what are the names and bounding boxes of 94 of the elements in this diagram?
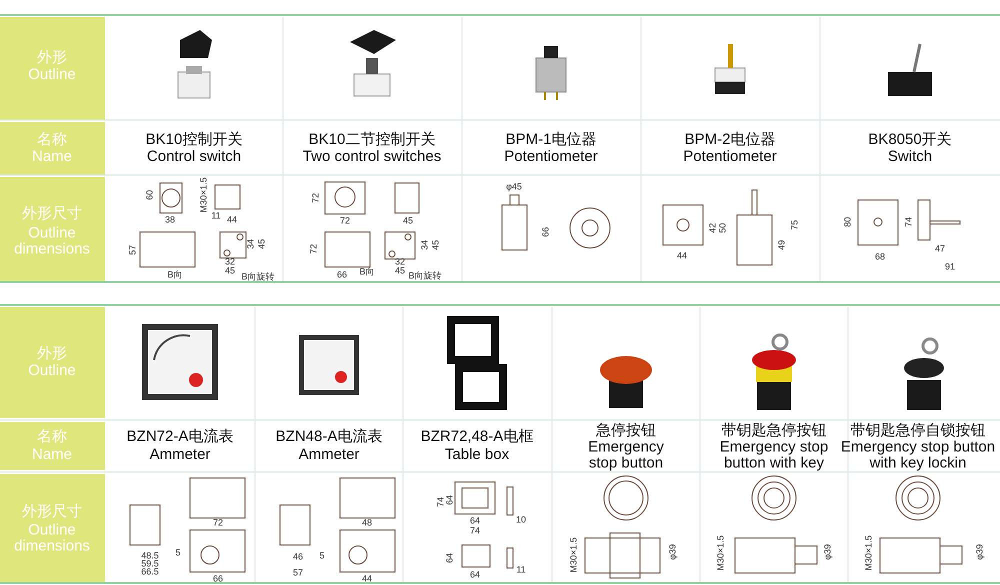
row-header-text: Outline bbox=[28, 363, 76, 379]
dimension-label: 74 bbox=[436, 497, 446, 507]
row-header-text: 外形 bbox=[37, 50, 67, 66]
product-name: Emergency stop button with key lockin bbox=[840, 439, 996, 471]
row-header-text: 外形尺寸 bbox=[22, 504, 82, 520]
row-header-text: 名称 bbox=[37, 132, 67, 148]
product-name: Ammeter bbox=[298, 447, 360, 463]
product-name: BZR72,48-A电框 bbox=[420, 429, 534, 445]
dimension-label: 66.5 bbox=[141, 568, 159, 576]
dimension-label: 60 bbox=[146, 190, 154, 200]
dimension-label: 45 bbox=[403, 216, 413, 226]
dimension-label: 34 bbox=[246, 239, 256, 249]
dimension-label: 80 bbox=[844, 217, 852, 227]
dimension-label: M30×1.5 bbox=[570, 537, 578, 573]
dimension-label: 72 bbox=[340, 216, 350, 226]
product-name: Switch bbox=[888, 149, 932, 165]
dimension-label: 44 bbox=[227, 216, 237, 224]
dimension-label: 48.5 bbox=[141, 552, 159, 560]
row-header-text: Outline dimensions bbox=[13, 225, 91, 257]
product-name: 带钥匙急停按钮 bbox=[722, 423, 826, 439]
dimension-label: 45 bbox=[395, 266, 405, 276]
product-name: BPM-1电位器 bbox=[506, 132, 596, 148]
product-name: 带钥匙急停自锁按钮 bbox=[850, 423, 986, 439]
dimension-label: 45 bbox=[225, 266, 235, 276]
product-name: Two control switches bbox=[302, 149, 442, 165]
dimension-label: 74 bbox=[904, 217, 914, 227]
dimension-label: 34 bbox=[420, 240, 430, 250]
product-name: Control switch bbox=[146, 149, 242, 165]
dimension-label: M30×1.5 bbox=[200, 177, 208, 213]
dimension-label: B向旋转 bbox=[408, 272, 442, 280]
dimension-label: 64 bbox=[446, 553, 454, 563]
dimension-label: 75 bbox=[790, 220, 800, 230]
dimension-label: 66 bbox=[542, 227, 550, 237]
dimension-label: 66 bbox=[337, 270, 347, 280]
dimension-label: 45 bbox=[258, 239, 266, 249]
row-header-text: Name bbox=[32, 149, 72, 165]
dimension-label: 50 bbox=[718, 223, 728, 233]
dimension-label: B向 bbox=[360, 268, 374, 276]
dimension-label: 72 bbox=[312, 193, 320, 203]
dimension-label: 10 bbox=[516, 516, 526, 524]
dimension-label: 5 bbox=[320, 552, 324, 560]
dimension-label: 47 bbox=[935, 244, 945, 254]
dimension-label: 64 bbox=[470, 570, 480, 580]
dimension-label: 64 bbox=[470, 516, 480, 526]
dimension-label: 38 bbox=[165, 216, 175, 224]
product-name: Emergency stop button bbox=[587, 439, 665, 471]
dimension-label: M30×1.5 bbox=[716, 535, 726, 571]
row-header-text: 名称 bbox=[37, 429, 67, 445]
dimension-label: 57 bbox=[128, 245, 138, 255]
dimension-label: φ39 bbox=[976, 544, 984, 560]
dimension-label: 74 bbox=[470, 526, 480, 536]
dimension-label: 57 bbox=[293, 568, 303, 578]
dimension-label: 11 bbox=[516, 566, 526, 574]
dimension-label: φ39 bbox=[668, 544, 678, 560]
dimension-label: B向 bbox=[168, 270, 182, 280]
dimension-label: M30×1.5 bbox=[864, 535, 874, 571]
product-name: Ammeter bbox=[150, 447, 210, 463]
product-name: BZN48-A电流表 bbox=[276, 429, 382, 445]
product-name: Table box bbox=[444, 447, 510, 463]
row-header-text: Outline bbox=[28, 67, 76, 83]
dimension-label: 68 bbox=[875, 252, 885, 262]
product-name: BK10控制开关 bbox=[146, 132, 242, 148]
row-header-text: 外形尺寸 bbox=[22, 206, 82, 222]
dimension-label: 46 bbox=[293, 552, 303, 562]
dimension-label: 5 bbox=[176, 548, 180, 558]
dimension-label: φ45 bbox=[506, 182, 522, 192]
dimension-label: 72 bbox=[310, 244, 318, 254]
dimension-label: 66 bbox=[213, 574, 223, 584]
row-header-text: Outline dimensions bbox=[13, 522, 91, 554]
product-name: BK10二节控制开关 bbox=[308, 132, 436, 148]
dimension-label: 44 bbox=[677, 252, 687, 260]
dimension-label: B向旋转 bbox=[242, 272, 274, 282]
product-name: Emergency stop button with key bbox=[718, 439, 830, 471]
dimension-label: 11 bbox=[211, 212, 221, 220]
dimension-label: 59.5 bbox=[141, 560, 159, 568]
dimension-label: 44 bbox=[362, 574, 372, 584]
dimension-label: 91 bbox=[945, 262, 955, 272]
dimension-label: 32 bbox=[225, 258, 235, 266]
product-name: BPM-2电位器 bbox=[684, 132, 776, 148]
row-header-text: 外形 bbox=[37, 346, 67, 362]
product-name: BK8050开关 bbox=[868, 132, 952, 148]
dimension-label: 45 bbox=[432, 240, 440, 250]
dimension-label: 49 bbox=[778, 240, 786, 250]
product-name: Potentiometer bbox=[683, 149, 777, 165]
product-name: 急停按钮 bbox=[596, 423, 656, 439]
row-header-text: Name bbox=[32, 447, 72, 463]
dimension-label: 32 bbox=[395, 258, 405, 266]
dimension-label: 48 bbox=[362, 518, 372, 528]
product-name: Potentiometer bbox=[504, 149, 598, 165]
dimension-label: φ39 bbox=[824, 544, 832, 560]
product-name: BZN72-A电流表 bbox=[126, 429, 234, 445]
dimension-label: 64 bbox=[446, 495, 454, 505]
dimension-label: 42 bbox=[708, 223, 718, 233]
dimension-label: 72 bbox=[213, 518, 223, 528]
